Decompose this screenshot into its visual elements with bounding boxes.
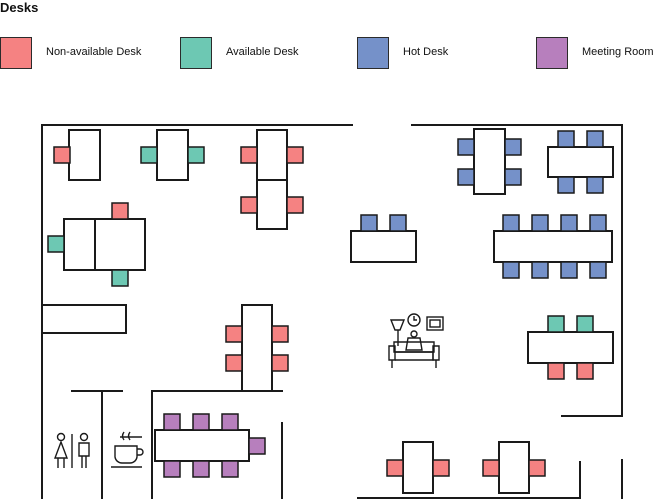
chair-hot bbox=[589, 261, 607, 279]
chair-meeting bbox=[221, 413, 239, 431]
wall bbox=[411, 124, 623, 417]
legend-swatch-hot bbox=[357, 37, 389, 69]
chair-hot bbox=[531, 214, 549, 232]
chair-non-available bbox=[240, 146, 258, 164]
desk-table bbox=[473, 128, 506, 195]
chair-hot bbox=[360, 214, 378, 232]
desk-table bbox=[241, 304, 273, 392]
chair-meeting bbox=[248, 437, 266, 455]
meeting-table bbox=[154, 429, 250, 462]
chair-available bbox=[47, 235, 65, 253]
chair-available bbox=[576, 315, 594, 333]
lounge-sofa-icon bbox=[388, 313, 444, 368]
chair-hot bbox=[557, 130, 575, 148]
legend-label: Hot Desk bbox=[403, 46, 449, 58]
chair-available bbox=[187, 146, 205, 164]
chair-non-available bbox=[240, 196, 258, 214]
chair-meeting bbox=[192, 460, 210, 478]
chair-hot bbox=[560, 261, 578, 279]
chair-meeting bbox=[192, 413, 210, 431]
chair-meeting bbox=[163, 460, 181, 478]
chair-non-available bbox=[286, 196, 304, 214]
desk-table bbox=[156, 129, 189, 181]
chair-meeting bbox=[221, 460, 239, 478]
chair-hot bbox=[531, 261, 549, 279]
chair-hot bbox=[504, 138, 522, 156]
desk-table bbox=[547, 146, 614, 178]
chair-hot bbox=[457, 168, 475, 186]
chair-non-available bbox=[386, 459, 404, 477]
chair-meeting bbox=[163, 413, 181, 431]
desk-table bbox=[63, 218, 96, 271]
chair-non-available bbox=[225, 354, 243, 372]
chair-non-available bbox=[271, 325, 289, 343]
chair-hot bbox=[504, 168, 522, 186]
wall bbox=[151, 390, 283, 499]
desk-table bbox=[498, 441, 530, 494]
restroom-icon bbox=[53, 432, 90, 468]
desk-table bbox=[94, 218, 146, 271]
chair-available bbox=[140, 146, 158, 164]
legend-swatch-available bbox=[180, 37, 212, 69]
chair-hot bbox=[586, 130, 604, 148]
chair-non-available bbox=[432, 459, 450, 477]
chair-non-available bbox=[528, 459, 546, 477]
desk-table bbox=[402, 441, 434, 494]
legend-label: Non-available Desk bbox=[46, 46, 142, 58]
chair-hot bbox=[589, 214, 607, 232]
chair-hot bbox=[389, 214, 407, 232]
wall bbox=[41, 304, 127, 334]
chair-available bbox=[547, 315, 565, 333]
chair-hot bbox=[502, 261, 520, 279]
page-title: Desks bbox=[0, 0, 39, 15]
desk-table bbox=[350, 230, 417, 263]
chair-hot bbox=[502, 214, 520, 232]
desk-table bbox=[256, 129, 288, 181]
chair-non-available bbox=[53, 146, 71, 164]
desk-table bbox=[68, 129, 101, 181]
chair-non-available bbox=[576, 362, 594, 380]
chair-available bbox=[111, 269, 129, 287]
desk-table bbox=[256, 179, 288, 230]
chair-non-available bbox=[271, 354, 289, 372]
chair-non-available bbox=[482, 459, 500, 477]
chair-non-available bbox=[286, 146, 304, 164]
wall bbox=[41, 124, 353, 499]
legend-label: Available Desk bbox=[226, 46, 299, 58]
legend-swatch-meeting bbox=[536, 37, 568, 69]
chair-hot bbox=[457, 138, 475, 156]
legend-label: Meeting Room bbox=[582, 46, 654, 58]
chair-hot bbox=[560, 214, 578, 232]
chair-non-available bbox=[111, 202, 129, 220]
chair-hot bbox=[557, 176, 575, 194]
desk-table bbox=[527, 331, 614, 364]
chair-hot bbox=[586, 176, 604, 194]
chair-non-available bbox=[225, 325, 243, 343]
legend-swatch-non-available bbox=[0, 37, 32, 69]
coffee-cup-icon bbox=[111, 431, 144, 468]
chair-non-available bbox=[547, 362, 565, 380]
desk-table bbox=[493, 230, 613, 263]
